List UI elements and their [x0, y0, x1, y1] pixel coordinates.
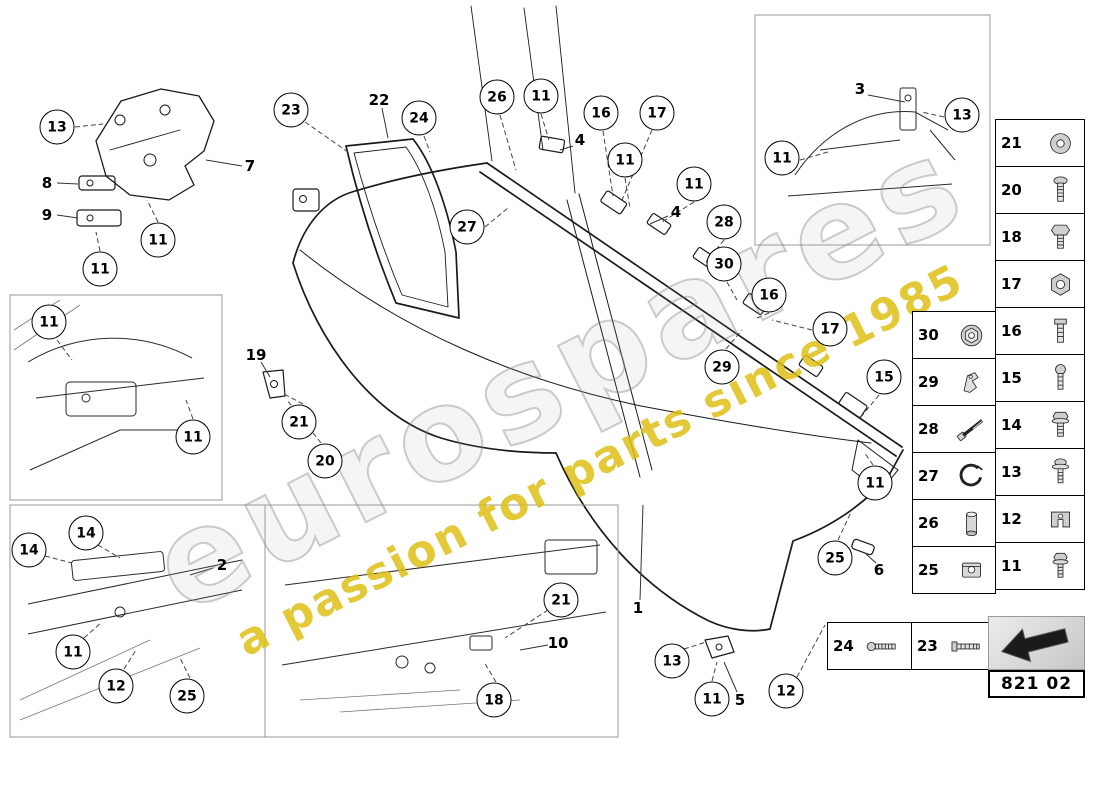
callout-circle-28[interactable]: 28	[706, 204, 742, 240]
callout-circle-21[interactable]: 21	[281, 404, 317, 440]
part-number-label-8: 8	[41, 174, 53, 192]
callout-circle-11[interactable]: 11	[764, 140, 800, 176]
callout-circle-18[interactable]: 18	[476, 682, 512, 718]
callout-circle-24[interactable]: 24	[401, 100, 437, 136]
callout-circle-17[interactable]: 17	[812, 311, 848, 347]
part-number-label-19: 19	[245, 346, 267, 364]
callout-circle-25[interactable]: 25	[817, 540, 853, 576]
part-number-label-5: 5	[734, 691, 746, 709]
callout-circle-14[interactable]: 14	[11, 532, 47, 568]
callout-circle-25[interactable]: 25	[169, 678, 205, 714]
part-number-label-4: 4	[574, 131, 586, 149]
callout-circle-11[interactable]: 11	[82, 251, 118, 287]
part-number-label-6: 6	[873, 561, 885, 579]
callout-circle-17[interactable]: 17	[639, 95, 675, 131]
callout-circle-14[interactable]: 14	[68, 515, 104, 551]
callout-circle-11[interactable]: 11	[140, 222, 176, 258]
callout-circle-15[interactable]: 15	[866, 359, 902, 395]
part-number-label-3: 3	[854, 80, 866, 98]
part-number-label-7: 7	[244, 157, 256, 175]
part-number-label-9: 9	[41, 206, 53, 224]
callout-circle-23[interactable]: 23	[273, 92, 309, 128]
part-number-label-2: 2	[216, 556, 228, 574]
callout-circle-29[interactable]: 29	[704, 349, 740, 385]
callout-circle-11[interactable]: 11	[175, 419, 211, 455]
callout-circle-12[interactable]: 12	[98, 668, 134, 704]
leader-lines-solid	[56, 94, 906, 693]
part-number-label-22: 22	[368, 91, 390, 109]
inset-frames	[9, 14, 991, 738]
callout-circle-11[interactable]: 11	[31, 304, 67, 340]
callout-circle-20[interactable]: 20	[307, 443, 343, 479]
callout-circle-16[interactable]: 16	[751, 277, 787, 313]
part-number-label-4: 4	[670, 203, 682, 221]
callout-circle-13[interactable]: 13	[654, 643, 690, 679]
callout-circle-13[interactable]: 13	[39, 109, 75, 145]
callout-circle-11[interactable]: 11	[694, 681, 730, 717]
callout-circle-11[interactable]: 11	[676, 166, 712, 202]
callout-circle-21[interactable]: 21	[543, 582, 579, 618]
callout-circle-11[interactable]: 11	[523, 78, 559, 114]
callout-circle-12[interactable]: 12	[768, 673, 804, 709]
callout-circle-11[interactable]: 11	[607, 142, 643, 178]
part-number-label-10: 10	[547, 634, 569, 652]
callout-circle-13[interactable]: 13	[944, 97, 980, 133]
callout-circle-16[interactable]: 16	[583, 95, 619, 131]
callout-circle-30[interactable]: 30	[706, 246, 742, 282]
callout-circle-27[interactable]: 27	[449, 209, 485, 245]
part-number-label-1: 1	[632, 599, 644, 617]
callout-circle-11[interactable]: 11	[55, 634, 91, 670]
leader-lines-dashed	[44, 111, 945, 683]
callout-circle-26[interactable]: 26	[479, 79, 515, 115]
callout-circle-11[interactable]: 11	[857, 465, 893, 501]
